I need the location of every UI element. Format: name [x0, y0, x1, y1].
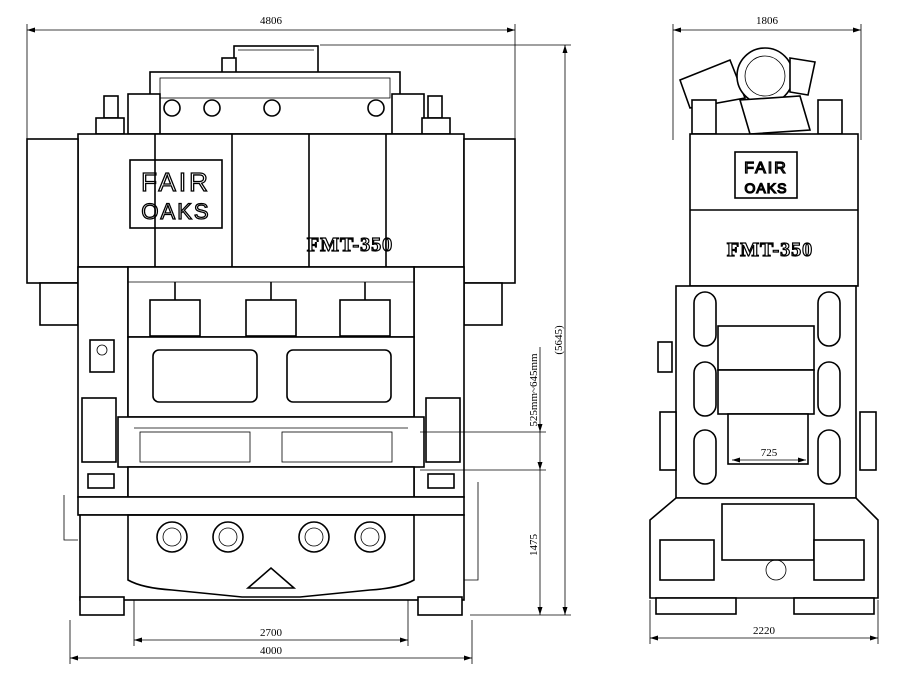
front-slide — [117, 336, 425, 468]
dim-stroke-range: 525mm~645mm — [420, 347, 546, 471]
dim-overall-height: (5645) — [320, 44, 571, 616]
dim-bed-height-label: 1475 — [528, 534, 540, 557]
dim-bed-width: 2700 — [133, 600, 409, 646]
side-base — [649, 497, 879, 615]
dim-slide-depth-label: 725 — [761, 447, 778, 459]
dim-base-depth: 2220 — [649, 600, 879, 644]
front-logo: FAIR OAKS — [129, 159, 223, 229]
side-logo-line2: OAKS — [745, 180, 788, 196]
dim-overall-width: 4806 — [26, 15, 516, 140]
crown-top — [95, 71, 451, 135]
front-view: 4806 — [26, 15, 571, 664]
front-bed — [63, 466, 479, 616]
dim-base-width: 4000 — [69, 620, 473, 664]
dim-base-width-label: 4000 — [260, 645, 283, 657]
crown-cover — [26, 133, 516, 326]
dim-top-width-label: 1806 — [756, 15, 779, 27]
dim-bed-height: 1475 — [528, 470, 543, 615]
dim-stroke-range-label: 525mm~645mm — [528, 353, 540, 427]
side-logo-line1: FAIR — [744, 160, 788, 177]
dim-base-depth-label: 2220 — [753, 625, 776, 637]
dim-bed-width-label: 2700 — [260, 627, 283, 639]
side-motor — [678, 47, 843, 135]
dim-overall-width-label: 4806 — [260, 15, 283, 27]
front-logo-line2: OAKS — [141, 199, 210, 224]
drive-zone — [127, 266, 415, 338]
front-model-label: FMT-350 — [307, 234, 393, 256]
dim-overall-height-label: (5645) — [553, 325, 565, 355]
side-crown: FAIR OAKS FMT-350 — [689, 133, 859, 287]
dim-slide-depth: 725 — [732, 447, 806, 463]
front-logo-line1: FAIR — [141, 167, 211, 197]
side-frame — [657, 285, 877, 499]
side-view: 1806 FAIR OAKS FMT-350 — [649, 15, 879, 644]
side-model-label: FMT-350 — [727, 239, 813, 261]
dim-top-width: 1806 — [672, 15, 862, 140]
